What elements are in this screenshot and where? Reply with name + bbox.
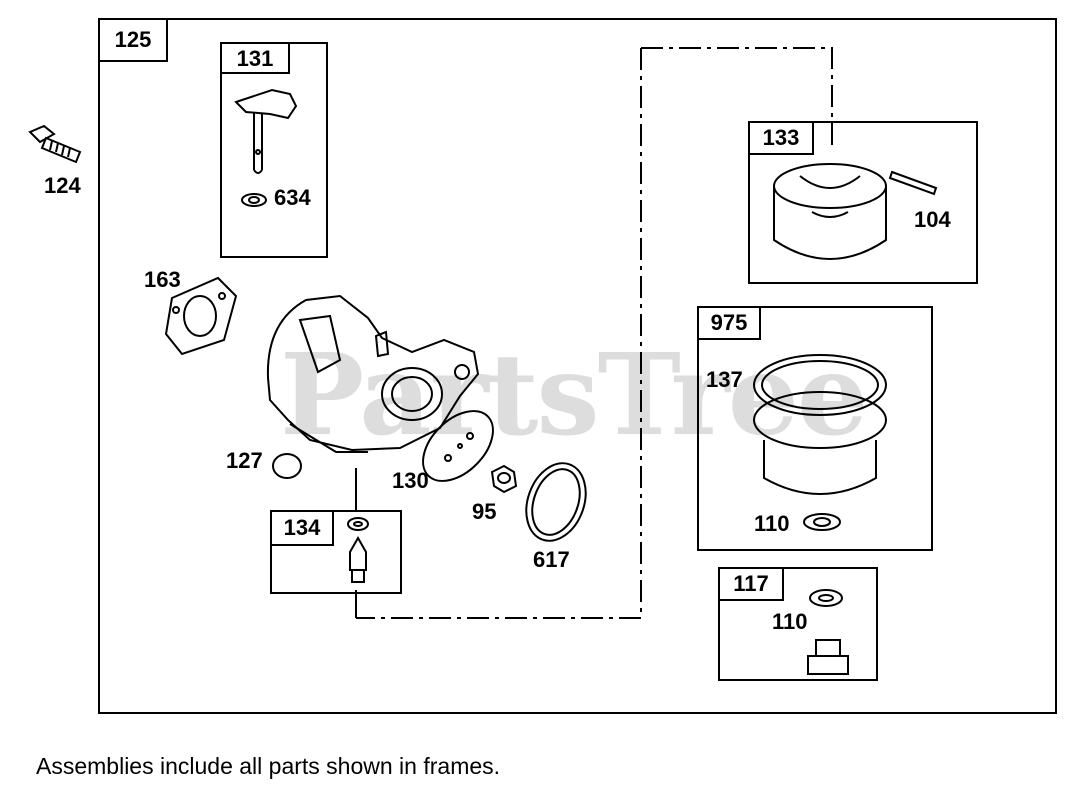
frame-tag-117: 117: [718, 567, 784, 601]
frame-tag-134: 134: [270, 510, 334, 546]
frame-tag-975: 975: [697, 306, 761, 340]
assembly-frame-134: 134: [270, 510, 402, 594]
part-label-634: 634: [274, 185, 311, 210]
frame-tag-131: 131: [220, 42, 290, 74]
part-label-617: 617: [533, 547, 570, 572]
float-133-part: [773, 163, 938, 260]
throttle-shaft-131-part: [234, 88, 298, 207]
assembly-frame-133: 133: [748, 121, 978, 284]
footer-note: Assemblies include all parts shown in fr…: [36, 753, 501, 779]
part-label-127: 127: [226, 448, 263, 473]
assembly-frame-131: 131: [220, 42, 328, 258]
part-label-110-bowl: 110: [754, 511, 790, 536]
needle-seat-134-part: [347, 517, 369, 583]
part-label-110-plug: 110: [772, 609, 808, 634]
part-label-104: 104: [914, 207, 951, 232]
plug-117-part: [807, 589, 849, 675]
choke-plate-130-part: [422, 410, 494, 482]
assembly-frame-975: 975: [697, 306, 933, 551]
bolt-124-part: [28, 124, 82, 164]
part-label-130: 130: [392, 468, 429, 493]
part-label-95: 95: [472, 499, 497, 524]
frame-tag-133: 133: [748, 121, 814, 155]
assembly-frame-117: 117: [718, 567, 878, 681]
cup-plug-127-part: [272, 453, 302, 479]
gasket-163-part: [164, 276, 238, 356]
frame-tag-125: 125: [98, 18, 168, 62]
assembly-frame-125: 125: [98, 18, 1057, 714]
carburetor-body-part: [266, 294, 480, 453]
float-bowl-975-part: [753, 354, 887, 531]
o-ring-617-part: [525, 462, 587, 542]
part-label-163: 163: [144, 267, 181, 292]
screw-95-part: [490, 464, 518, 494]
part-label-124: 124: [44, 173, 81, 198]
connector-line-right: [356, 48, 642, 619]
part-label-137: 137: [706, 367, 743, 392]
connector-line-top: [641, 47, 833, 150]
